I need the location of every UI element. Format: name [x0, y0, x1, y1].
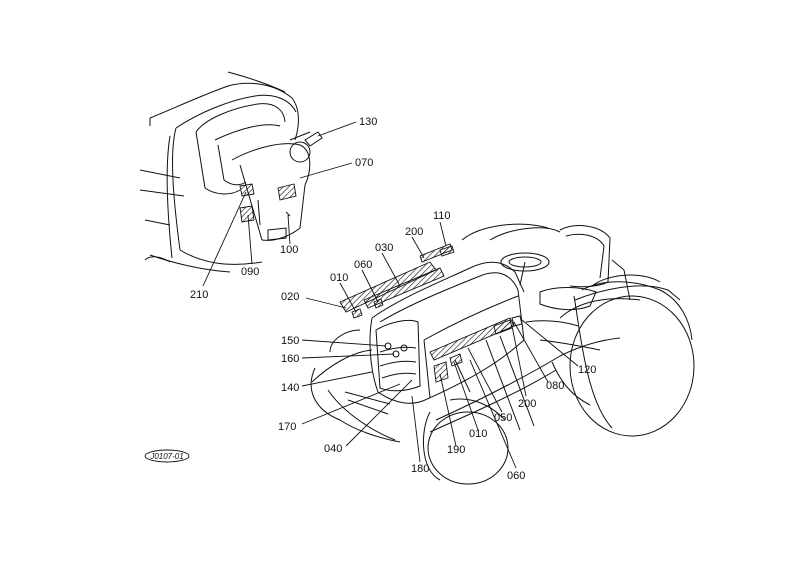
callout-200-top: 200 — [405, 226, 423, 238]
callout-060-top: 060 — [354, 259, 372, 271]
callout-150: 150 — [281, 335, 299, 347]
callout-010-top: 010 — [330, 272, 348, 284]
decal-110 — [439, 245, 455, 257]
diagram-code: J0107-01 — [149, 452, 183, 461]
decal-010 — [351, 308, 363, 319]
callout-170: 170 — [278, 421, 296, 433]
part-100 — [285, 211, 291, 217]
callout-100: 100 — [280, 244, 298, 256]
callout-070: 070 — [355, 157, 373, 169]
decal-090 — [239, 205, 255, 223]
callout-090: 090 — [241, 266, 259, 278]
callout-160: 160 — [281, 353, 299, 365]
callout-140: 140 — [281, 382, 299, 394]
callout-030: 030 — [375, 242, 393, 254]
decal-210 — [239, 183, 255, 197]
callout-060-bottom: 060 — [507, 470, 525, 482]
callout-050: 050 — [494, 412, 512, 424]
tractor-overview — [310, 223, 695, 485]
decal-190 — [449, 353, 463, 367]
callout-040: 040 — [324, 443, 342, 455]
leader-lines-upper — [202, 121, 357, 287]
decal-060 — [373, 298, 384, 309]
decal-070 — [277, 183, 297, 201]
callout-210: 210 — [190, 289, 208, 301]
callout-110: 110 — [433, 210, 451, 222]
callout-010-bottom: 010 — [469, 428, 487, 440]
decal-030 — [363, 267, 445, 309]
key-switch — [304, 131, 323, 147]
dashboard-detail — [139, 71, 323, 273]
callout-130: 130 — [359, 116, 377, 128]
callout-020: 020 — [281, 291, 299, 303]
diagram-code-badge: J0107-01 — [144, 449, 190, 463]
callout-080: 080 — [546, 380, 564, 392]
leader-lines-lower — [301, 221, 579, 469]
callout-120: 120 — [578, 364, 596, 376]
callout-190: 190 — [447, 444, 465, 456]
callout-labels: 130 070 100 090 210 110 200 030 060 010 … — [190, 116, 596, 482]
decal-180 — [433, 361, 449, 383]
callout-180: 180 — [411, 463, 429, 475]
callout-200-bottom: 200 — [518, 398, 536, 410]
